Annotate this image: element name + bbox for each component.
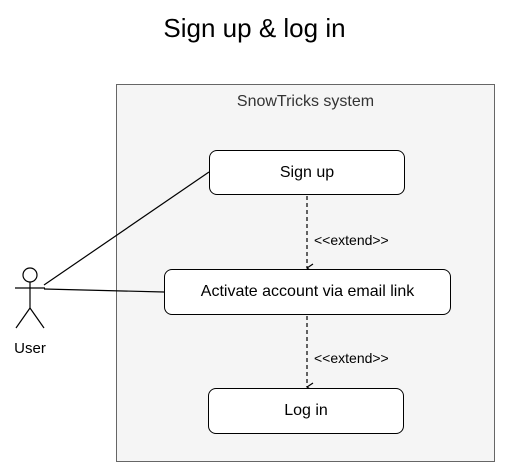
use-case-log-in: Log in xyxy=(208,388,404,434)
association-line-activate xyxy=(43,288,165,293)
association-line-sign-up xyxy=(43,171,210,286)
use-case-sign-up: Sign up xyxy=(209,150,405,195)
actor-stick-figure xyxy=(15,267,45,329)
diagram-title: Sign up & log in xyxy=(163,13,346,43)
actor-head xyxy=(22,267,38,283)
actor-label: User xyxy=(14,340,46,357)
actor-right-leg xyxy=(29,307,45,329)
system-label: SnowTricks system xyxy=(236,93,375,110)
extend-label-1: <<extend>> xyxy=(314,232,389,248)
use-case-sign-up-label: Sign up xyxy=(279,163,335,181)
use-case-log-in-label: Log in xyxy=(284,402,328,419)
use-case-activate-account: Activate account via email link xyxy=(164,269,451,315)
use-case-activate-account-label: Activate account via email link xyxy=(200,283,415,300)
extend-label-2: <<extend>> xyxy=(314,350,389,366)
actor-left-leg xyxy=(15,307,31,329)
